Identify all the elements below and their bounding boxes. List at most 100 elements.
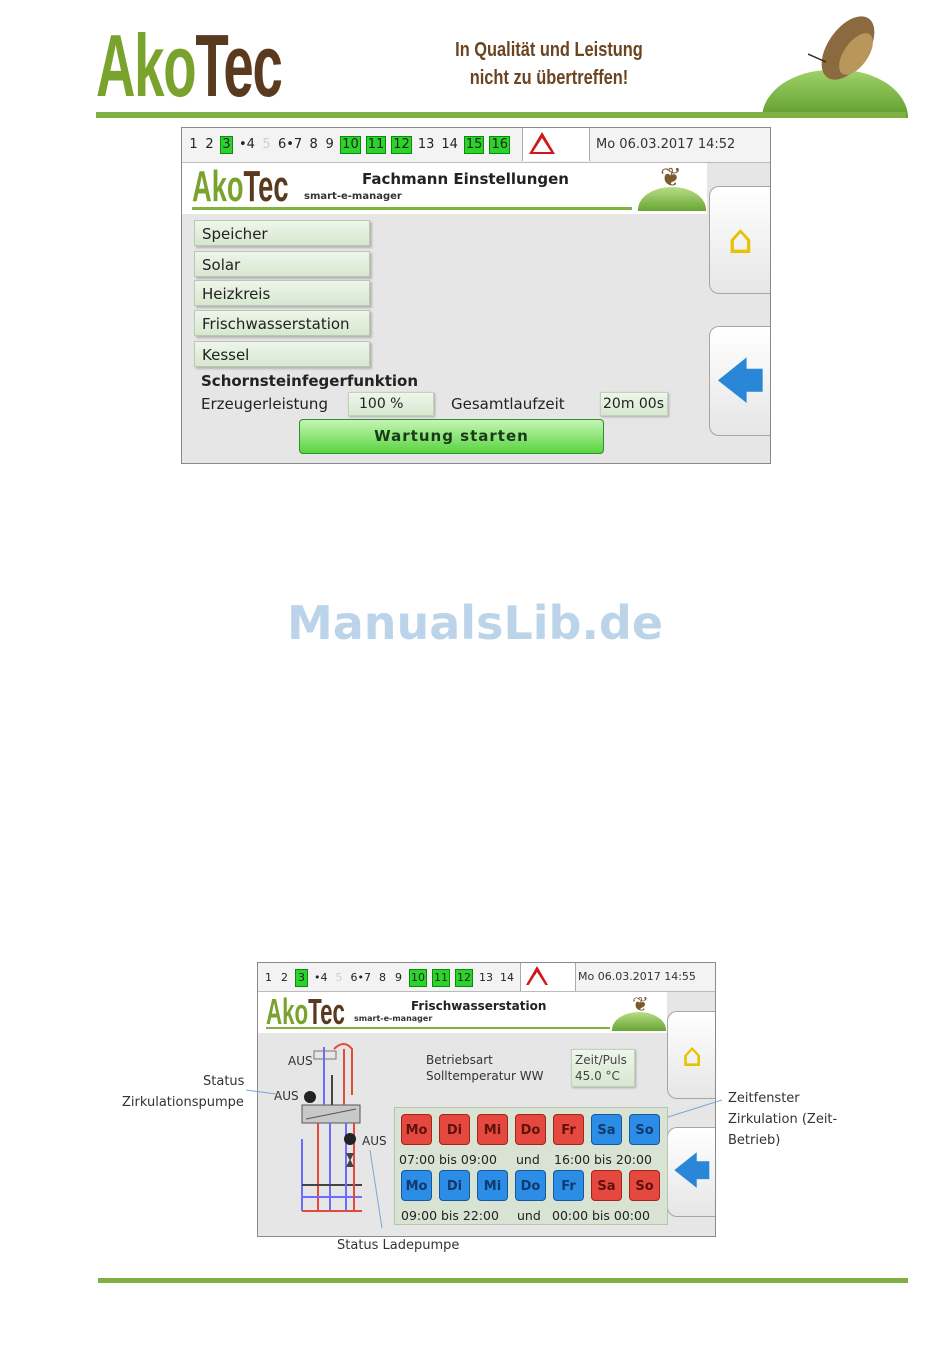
- day-button-mi[interactable]: Mi: [477, 1114, 508, 1145]
- butterfly-icon: ❦: [632, 992, 649, 1016]
- day-button-fr[interactable]: Fr: [553, 1114, 584, 1145]
- annotation-zeitfenster-3: Betrieb): [728, 1133, 781, 1148]
- title-bar: AkoTec smart-e-manager Frischwasserstati…: [258, 992, 667, 1033]
- tab-6[interactable]: 6•7: [350, 971, 372, 984]
- menu-item-heizkreis[interactable]: Heizkreis: [194, 280, 370, 306]
- datetime: Mo 06.03.2017 14:52: [596, 137, 736, 152]
- wartung-starten-button[interactable]: Wartung starten: [299, 419, 604, 454]
- aus-label-top: AUS: [288, 1054, 313, 1068]
- annotation-status-label: Status: [203, 1074, 245, 1089]
- tab-15[interactable]: 16: [489, 136, 510, 154]
- tab-13[interactable]: 14: [500, 971, 514, 984]
- back-button[interactable]: 🡄: [709, 326, 770, 436]
- solltemperatur-value: 45.0 °C: [575, 1069, 620, 1083]
- tab-8[interactable]: 9: [395, 971, 402, 984]
- header-divider: [96, 112, 906, 118]
- datetime: Mo 06.03.2017 14:55: [578, 970, 696, 983]
- day-button-di[interactable]: Di: [439, 1170, 470, 1201]
- tab-12[interactable]: 13: [417, 137, 435, 152]
- day-button-do[interactable]: Do: [515, 1114, 546, 1145]
- gesamtlaufzeit-label: Gesamtlaufzeit: [451, 395, 565, 413]
- time-window-1[interactable]: 07:00 bis 09:00: [399, 1152, 497, 1167]
- aus-label-zirkulationspumpe: AUS: [274, 1089, 299, 1103]
- annotation-zeitfenster-1: Zeitfenster: [728, 1091, 800, 1106]
- tab-9[interactable]: 10: [409, 969, 427, 987]
- day-button-fr[interactable]: Fr: [553, 1170, 584, 1201]
- tab-11[interactable]: 12: [391, 136, 412, 154]
- butterfly-icon: [808, 16, 875, 80]
- tab-4[interactable]: •4: [314, 971, 328, 984]
- time-window-4[interactable]: 00:00 bis 00:00: [552, 1208, 650, 1223]
- tab-1[interactable]: 1: [189, 137, 198, 152]
- gesamtlaufzeit-value[interactable]: 20m 00s: [600, 392, 668, 416]
- aus-label-ladepumpe: AUS: [362, 1134, 387, 1148]
- solltemperatur-label: Solltemperatur WW: [426, 1069, 544, 1083]
- day-button-so[interactable]: So: [629, 1114, 660, 1145]
- back-arrow-icon: 🡄: [716, 354, 765, 408]
- time-window-3[interactable]: 09:00 bis 22:00: [401, 1208, 499, 1223]
- tab-11[interactable]: 12: [455, 969, 473, 987]
- erzeugerleistung-value[interactable]: 100 %: [348, 392, 434, 416]
- menu-item-frischwasserstation[interactable]: Frischwasserstation: [194, 310, 370, 336]
- betriebsart-value: Zeit/Puls: [575, 1053, 627, 1067]
- menu-item-solar[interactable]: Solar: [194, 251, 370, 277]
- tab-9[interactable]: 10: [340, 136, 361, 154]
- day-button-sa[interactable]: Sa: [591, 1114, 622, 1145]
- title-underline: [192, 207, 632, 210]
- tab-10[interactable]: 11: [365, 136, 387, 154]
- butterfly-icon: ❦: [660, 163, 682, 193]
- day-button-so[interactable]: So: [629, 1170, 660, 1201]
- tab-10[interactable]: 11: [432, 969, 450, 987]
- hydraulic-diagram: [301, 1043, 362, 1212]
- time-window-2[interactable]: 16:00 bis 20:00: [554, 1152, 652, 1167]
- tab-1[interactable]: 1: [265, 971, 272, 984]
- warning-triangle-icon[interactable]: !: [529, 132, 555, 154]
- warning-triangle-icon[interactable]: !: [526, 966, 548, 986]
- tab-2[interactable]: 2: [281, 971, 288, 984]
- akotec-logo: AkoTec: [96, 16, 283, 115]
- tab-7[interactable]: 8: [379, 971, 386, 984]
- page-title: Frischwasserstation: [411, 999, 547, 1013]
- home-icon: ⌂: [681, 1036, 703, 1074]
- betriebsart-value-box[interactable]: Zeit/Puls 45.0 °C: [571, 1049, 635, 1087]
- tab-6[interactable]: 6•7: [277, 137, 303, 152]
- tab-7[interactable]: 8: [309, 137, 318, 152]
- menu-item-kessel[interactable]: Kessel: [194, 341, 370, 367]
- annotation-status-ladepumpe: Status Ladepumpe: [337, 1238, 460, 1253]
- day-button-sa[interactable]: Sa: [591, 1170, 622, 1201]
- home-button[interactable]: ⌂: [709, 186, 770, 294]
- tab-14[interactable]: 15: [463, 136, 485, 154]
- tab-5[interactable]: 5: [262, 137, 271, 152]
- warning-box[interactable]: !: [520, 963, 576, 991]
- slogan-line-1: In Qualität und Leistung: [455, 39, 643, 61]
- tab-2[interactable]: 2: [205, 137, 214, 152]
- day-button-mi[interactable]: Mi: [477, 1170, 508, 1201]
- tab-5[interactable]: 5: [335, 971, 343, 984]
- home-icon: ⌂: [727, 217, 754, 263]
- time-and-2: und: [517, 1208, 541, 1223]
- warning-box[interactable]: !: [522, 128, 590, 161]
- day-button-di[interactable]: Di: [439, 1114, 470, 1145]
- tab-3[interactable]: 3: [295, 969, 308, 987]
- home-button[interactable]: ⌂: [667, 1011, 715, 1099]
- slogan: In Qualität und Leistung nicht zu übertr…: [443, 36, 655, 92]
- tab-3[interactable]: 3: [220, 136, 233, 154]
- tab-12[interactable]: 13: [479, 971, 493, 984]
- day-button-do[interactable]: Do: [515, 1170, 546, 1201]
- tab-13[interactable]: 14: [441, 137, 458, 152]
- title-underline: [266, 1027, 610, 1029]
- menu-item-speicher[interactable]: Speicher: [194, 220, 370, 246]
- day-button-mo[interactable]: Mo: [401, 1170, 432, 1201]
- tab-4[interactable]: •4: [239, 137, 255, 152]
- day-button-mo[interactable]: Mo: [401, 1114, 432, 1145]
- subbrand: smart-e-manager: [304, 191, 402, 202]
- footer-divider: [98, 1278, 908, 1283]
- section-title: Schornsteinfegerfunktion: [201, 372, 419, 390]
- tab-8[interactable]: 9: [325, 137, 334, 152]
- back-button[interactable]: 🡄: [667, 1127, 715, 1217]
